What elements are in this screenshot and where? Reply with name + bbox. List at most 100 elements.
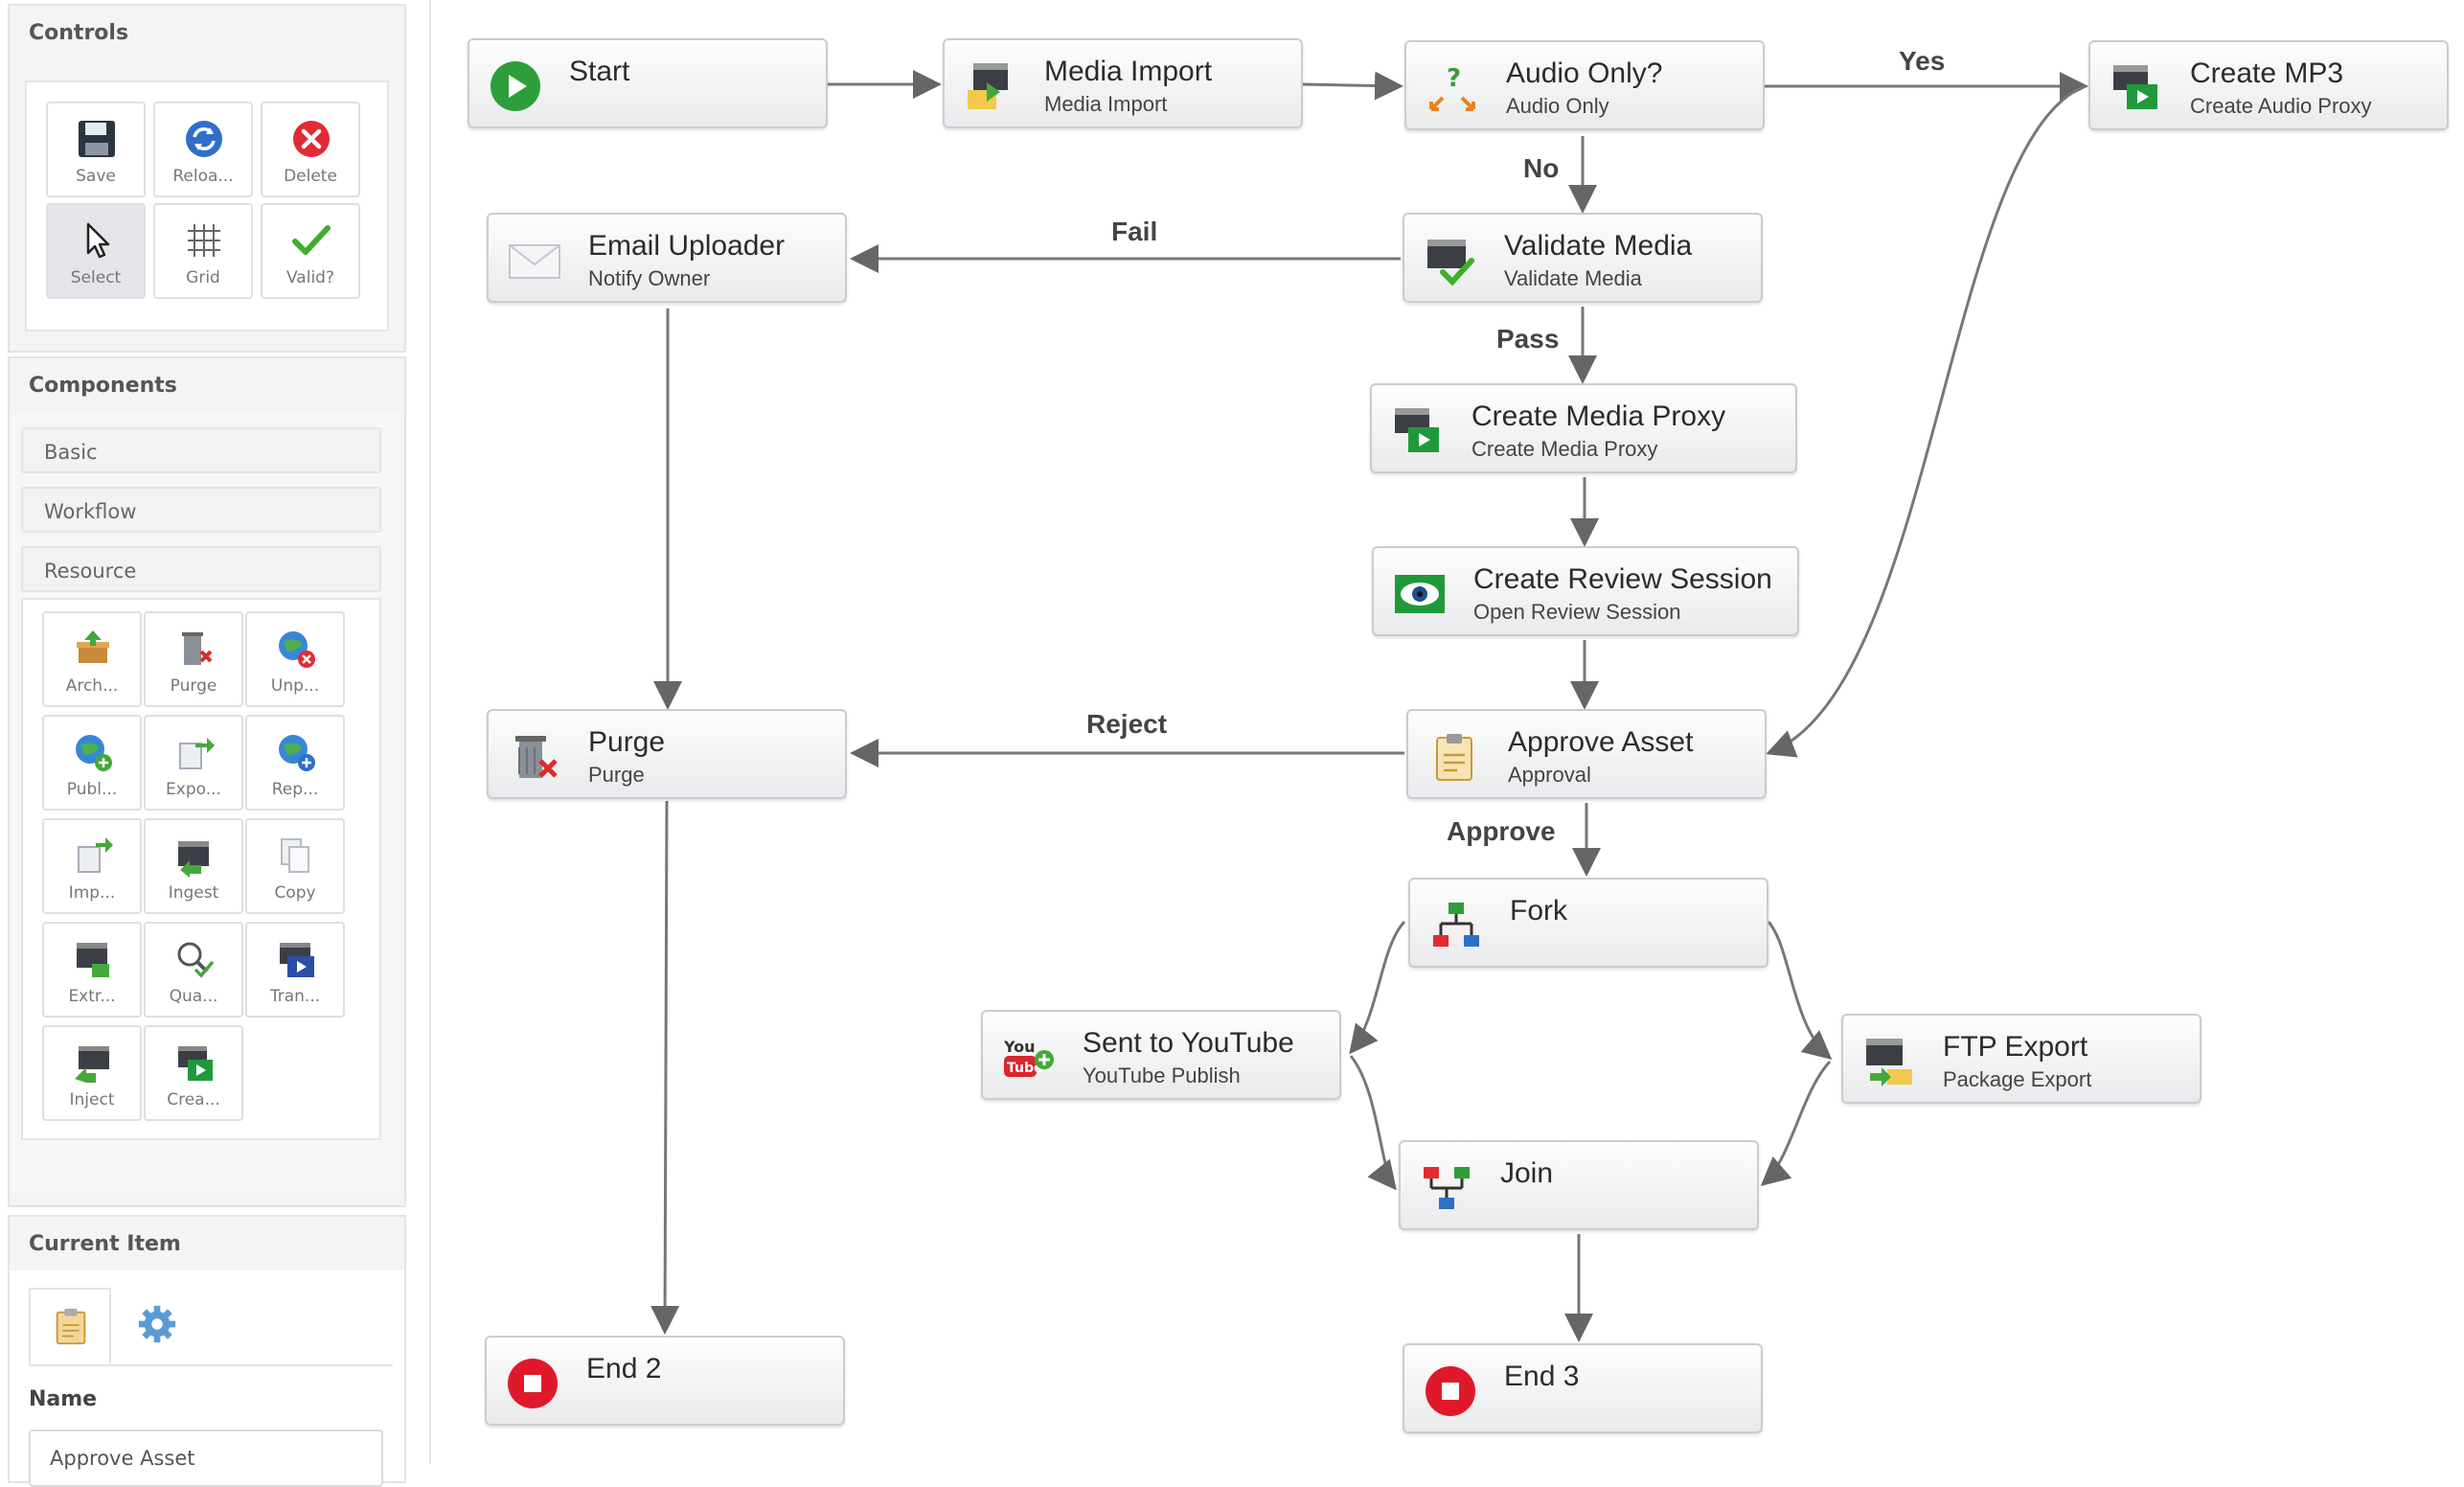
trash-icon xyxy=(515,736,558,778)
play-icon xyxy=(491,61,540,111)
fork-icon xyxy=(1433,903,1479,947)
controls-panel: Controls Save Reloa... Delete Select Gri… xyxy=(8,4,406,353)
resource-create-proxy[interactable]: Crea... xyxy=(144,1025,243,1121)
stop-icon xyxy=(508,1359,558,1408)
node-create-media-proxy[interactable]: Create Media Proxy Create Media Proxy xyxy=(1370,383,1797,473)
resource-import[interactable]: Imp... xyxy=(42,818,142,914)
quality-check-icon xyxy=(177,942,215,978)
edge-label-no: No xyxy=(1523,153,1560,183)
resource-purge[interactable]: Purge xyxy=(144,611,243,707)
node-join[interactable]: Join xyxy=(1399,1140,1759,1230)
tab-divider xyxy=(29,1364,393,1366)
svg-text:Tube: Tube xyxy=(1007,1061,1043,1076)
resource-transcode[interactable]: Tran... xyxy=(245,922,345,1018)
resource-items: Arch... Purge Unp... Publ... Expo... xyxy=(21,598,381,1140)
group-workflow[interactable]: Workflow xyxy=(21,487,381,533)
tab-item-properties[interactable] xyxy=(29,1288,111,1366)
edge-label-approve: Approve xyxy=(1447,816,1556,846)
svg-text:You: You xyxy=(1003,1038,1036,1056)
reload-button[interactable]: Reloa... xyxy=(153,102,253,197)
node-validate-media[interactable]: Validate Media Validate Media xyxy=(1403,213,1763,303)
group-resource[interactable]: Resource xyxy=(21,546,381,592)
edge-purge-end2 xyxy=(650,800,680,1335)
node-approve-asset[interactable]: Approve Asset Approval xyxy=(1406,709,1767,799)
youtube-icon: YouTube xyxy=(1003,1038,1054,1077)
delete-icon xyxy=(293,121,330,157)
node-end3[interactable]: End 3 xyxy=(1403,1343,1763,1433)
resource-publish[interactable]: Publ... xyxy=(42,715,142,811)
node-email-uploader[interactable]: Email Uploader Notify Owner xyxy=(487,213,847,303)
resource-archive[interactable]: Arch... xyxy=(42,611,142,707)
current-item-title: Current Item xyxy=(29,1232,181,1256)
validate-media-icon xyxy=(1427,240,1474,286)
edge-label-pass: Pass xyxy=(1496,324,1560,354)
pointer-icon xyxy=(86,222,110,259)
tab-item-settings[interactable] xyxy=(123,1288,199,1366)
globe-publish-icon xyxy=(76,735,112,771)
node-start[interactable]: Start xyxy=(468,38,828,128)
edge-media-import-audio-only xyxy=(1302,71,1403,101)
reload-icon xyxy=(186,121,222,157)
node-ftp-export[interactable]: FTP Export Package Export xyxy=(1841,1014,2202,1104)
node-create-review-session[interactable]: Create Review Session Open Review Sessio… xyxy=(1372,546,1799,636)
resource-quality[interactable]: Qua... xyxy=(144,922,243,1018)
resource-extract[interactable]: Extr... xyxy=(42,922,142,1018)
extract-icon xyxy=(77,943,109,977)
create-proxy-icon xyxy=(2113,65,2157,109)
clipboard-icon xyxy=(56,1308,86,1345)
edge-ftp-join xyxy=(1760,1060,1832,1186)
resource-export[interactable]: Expo... xyxy=(144,715,243,811)
workflow-canvas[interactable]: Yes No Fail Pass Reject Approve Start Me… xyxy=(429,0,2464,1464)
components-title: Components xyxy=(29,374,177,398)
resource-replace[interactable]: Rep... xyxy=(245,715,345,811)
edge-mp3-approve xyxy=(1766,84,2086,758)
globe-replace-icon xyxy=(279,735,315,771)
edge-label-yes: Yes xyxy=(1899,46,1946,76)
edge-fork-youtube xyxy=(1349,920,1406,1055)
import-icon xyxy=(78,837,113,873)
globe-remove-icon xyxy=(279,631,315,668)
sidebar: Controls Save Reloa... Delete Select Gri… xyxy=(0,0,422,1487)
edge-youtube-join xyxy=(1349,1055,1397,1191)
ftp-export-icon xyxy=(1866,1039,1912,1087)
media-import-icon xyxy=(968,63,1008,109)
node-end2[interactable]: End 2 xyxy=(485,1336,845,1426)
resource-copy[interactable]: Copy xyxy=(245,818,345,914)
svg-text:?: ? xyxy=(1447,64,1461,93)
grid-button[interactable]: Grid xyxy=(153,203,253,299)
name-input[interactable]: Approve Asset xyxy=(29,1430,383,1487)
controls-body: Save Reloa... Delete Select Grid Valid? xyxy=(25,80,389,332)
checkmark-icon xyxy=(292,225,331,255)
resource-inject[interactable]: Inject xyxy=(42,1025,142,1121)
delete-button[interactable]: Delete xyxy=(261,102,360,197)
group-basic[interactable]: Basic xyxy=(21,427,381,473)
node-audio-only[interactable]: ? Audio Only? Audio Only xyxy=(1404,40,1765,130)
edge-label-reject: Reject xyxy=(1086,709,1168,739)
resource-ingest[interactable]: Ingest xyxy=(144,818,243,914)
node-purge[interactable]: Purge Purge xyxy=(487,709,847,799)
node-create-mp3[interactable]: Create MP3 Create Audio Proxy xyxy=(2088,40,2449,130)
decision-icon: ? xyxy=(1429,64,1475,111)
edge-label-fail: Fail xyxy=(1111,217,1158,246)
node-fork[interactable]: Fork xyxy=(1408,878,1768,968)
save-button[interactable]: Save xyxy=(46,102,146,197)
validate-button[interactable]: Valid? xyxy=(261,203,360,299)
trash-icon xyxy=(182,632,213,665)
export-icon xyxy=(179,738,215,769)
create-proxy-icon xyxy=(178,1046,213,1081)
create-proxy-icon xyxy=(1395,408,1439,452)
resource-unpublish[interactable]: Unp... xyxy=(245,611,345,707)
envelope-icon xyxy=(509,244,560,279)
select-button[interactable]: Select xyxy=(46,203,146,299)
controls-title: Controls xyxy=(29,21,129,45)
inject-icon xyxy=(75,1046,109,1083)
gear-icon xyxy=(138,1305,176,1343)
archive-icon xyxy=(77,630,109,663)
stop-icon xyxy=(1426,1366,1475,1416)
components-body: Basic Workflow Resource Arch... Purge Un… xyxy=(10,412,404,1194)
join-icon xyxy=(1424,1167,1470,1209)
name-label: Name xyxy=(29,1387,98,1411)
eye-icon xyxy=(1395,575,1445,613)
node-media-import[interactable]: Media Import Media Import xyxy=(943,38,1303,128)
